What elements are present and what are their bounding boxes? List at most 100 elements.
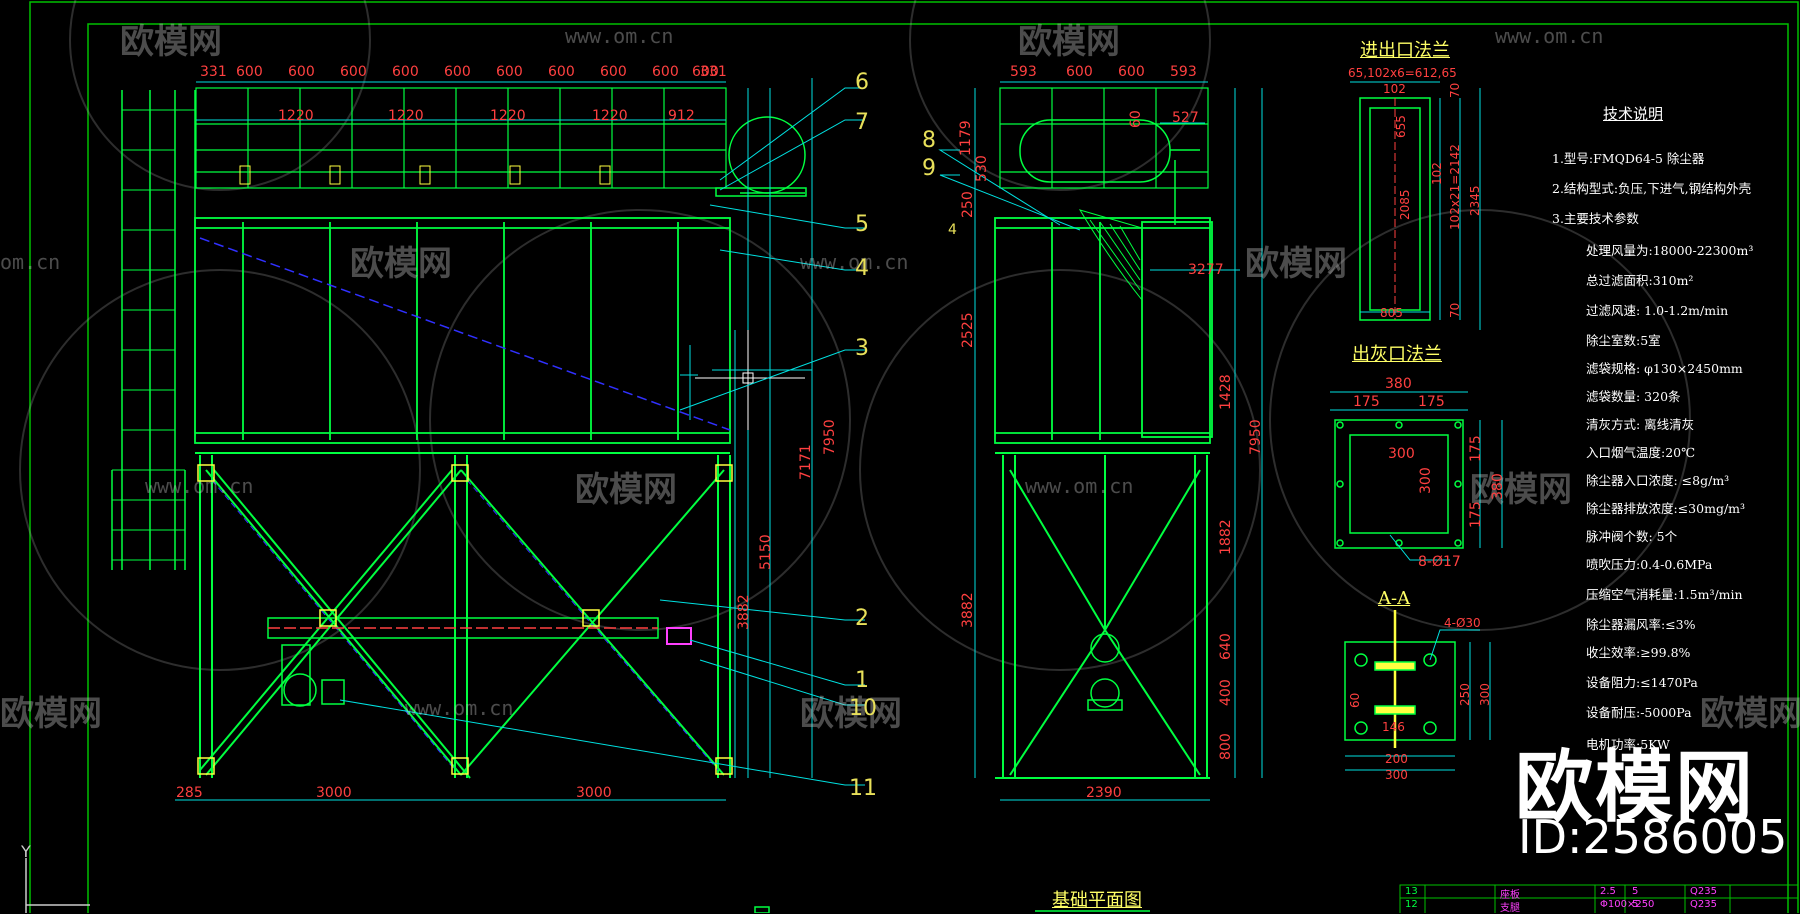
note-item: 入口烟气温度:20℃ xyxy=(1586,445,1696,460)
watermark-brand: 欧模网 xyxy=(0,694,102,734)
hidden-line xyxy=(199,237,731,431)
dim-text: 593 xyxy=(1170,64,1197,80)
dim-text: 175 xyxy=(1418,394,1445,410)
watermark-circles xyxy=(19,0,1691,671)
side-motor xyxy=(1087,633,1123,711)
magenta-valve xyxy=(666,627,692,645)
dim-text: 5150 xyxy=(758,534,774,570)
dim-text: 3882 xyxy=(960,592,976,628)
ucs-axis-icon xyxy=(25,858,90,913)
watermark-brand: 欧模网 xyxy=(1245,244,1347,284)
dim-text: 800 xyxy=(1218,733,1234,760)
watermark-url-partial: om.cn xyxy=(0,250,61,274)
side-box xyxy=(994,217,1213,444)
watermark-brand: 欧模网 xyxy=(1700,694,1800,734)
side-leaders xyxy=(938,149,1081,231)
foundation-plan-title: 基础平面图 xyxy=(1052,890,1142,911)
watermark-url: www.om.cn xyxy=(565,24,674,48)
brand-logo-text: 欧模网 xyxy=(1515,743,1756,833)
dim-text: 640 xyxy=(1218,633,1234,660)
dim-text: 331 xyxy=(200,64,227,80)
dim-text: 200 xyxy=(1385,752,1408,766)
note-item: 总过滤面积:310m² xyxy=(1586,273,1694,288)
callout-number: 4 xyxy=(948,222,957,238)
title-block-cell: 12 xyxy=(1405,899,1418,910)
watermark-url: www.om.cn xyxy=(800,250,909,274)
side-dim-lines xyxy=(974,81,1263,801)
dim-text: 70 xyxy=(1448,82,1462,98)
dim-text: 655 xyxy=(1394,115,1408,138)
ladder xyxy=(111,90,196,570)
ash-flange-drawing xyxy=(1330,391,1503,561)
note-item: 滤袋数量: 320条 xyxy=(1586,389,1681,404)
title-block-cell: 2.5 xyxy=(1600,886,1616,897)
outer-frame xyxy=(29,1,1799,913)
dim-text: 250 xyxy=(960,191,976,218)
front-leaders xyxy=(339,87,865,786)
dim-text: 4-Ø30 xyxy=(1444,616,1481,630)
dim-text: 102 xyxy=(1430,162,1444,185)
note-item: 电机功率:5KW xyxy=(1586,737,1670,752)
dim-text: 1428 xyxy=(1218,374,1234,410)
foundation-underline xyxy=(754,906,1150,913)
note-item: 喷吹压力:0.4-0.6MPa xyxy=(1586,557,1713,572)
dim-text: 600 xyxy=(288,64,315,80)
watermark-url: www.om.cn xyxy=(1025,474,1134,498)
model-id: ID:2586005 xyxy=(1518,810,1788,864)
dim-text: 1179 xyxy=(958,120,974,156)
callout-number: 8 xyxy=(922,128,936,153)
ash-flange-title: 出灰口法兰 xyxy=(1352,344,1442,365)
side-legs xyxy=(995,452,1210,779)
note-item: 滤袋规格: φ130×2450mm xyxy=(1586,361,1743,376)
dim-text: 285 xyxy=(176,785,203,801)
side-view xyxy=(938,81,1263,801)
dim-text: 3000 xyxy=(576,785,612,801)
dim-text: 3000 xyxy=(316,785,352,801)
dim-text: 805 xyxy=(1380,306,1403,320)
title-block-cell: Q235 xyxy=(1690,899,1717,910)
watermark-url: www.om.cn xyxy=(1495,24,1604,48)
dim-text: 593 xyxy=(1010,64,1037,80)
dim-text: 7171 xyxy=(798,444,814,480)
aa-section-drawing xyxy=(1344,610,1491,771)
dim-text: 1220 xyxy=(490,108,526,124)
dim-text: 7950 xyxy=(822,419,838,455)
dim-text: 380 xyxy=(1490,473,1506,500)
callout-number: 4 xyxy=(855,256,869,281)
dim-text: 600 xyxy=(1118,64,1145,80)
inlet-flange-drawing xyxy=(1350,81,1481,330)
ladder-rungs xyxy=(112,109,195,561)
dim-text: 102 xyxy=(1383,82,1406,96)
title-block-cell: 13 xyxy=(1405,886,1418,897)
dim-text: 600 xyxy=(444,64,471,80)
dim-text: 175 xyxy=(1468,435,1484,462)
note-item: 收尘效率:≥99.8% xyxy=(1586,645,1691,660)
dim-text: 2525 xyxy=(960,312,976,348)
callout-number: 1 xyxy=(855,668,869,693)
note-item: 设备阻力:≤1470Pa xyxy=(1586,675,1698,690)
dim-text: 300 xyxy=(1385,768,1408,782)
dim-text: 175 xyxy=(1468,501,1484,528)
callout-number: 11 xyxy=(849,776,877,801)
title-block-cell: Q235 xyxy=(1690,886,1717,897)
watermark-brand: 欧模网 xyxy=(350,244,452,284)
callout-number: 5 xyxy=(855,212,869,237)
dim-text: 1882 xyxy=(1218,519,1234,555)
note-item: 1.型号:FMQD64-5 除尘器 xyxy=(1552,151,1705,166)
top-railing xyxy=(195,87,727,189)
watermark-url: www.om.cn xyxy=(145,474,254,498)
dim-text: 912 xyxy=(668,108,695,124)
title-block-grid xyxy=(1399,884,1799,913)
dim-text: 2345 xyxy=(1468,185,1482,216)
callout-number: 2 xyxy=(855,606,869,631)
title-block-cell: 座板 xyxy=(1500,890,1520,901)
dim-text: 8-Ø17 xyxy=(1418,554,1461,570)
dim-text: 1220 xyxy=(278,108,314,124)
dim-text: 3882 xyxy=(736,594,752,630)
dim-text: 600 xyxy=(600,64,627,80)
callout-number: 10 xyxy=(849,696,877,721)
callout-number: 9 xyxy=(922,156,936,181)
callout-number: 6 xyxy=(855,70,869,95)
dim-text: 7950 xyxy=(1248,419,1264,455)
